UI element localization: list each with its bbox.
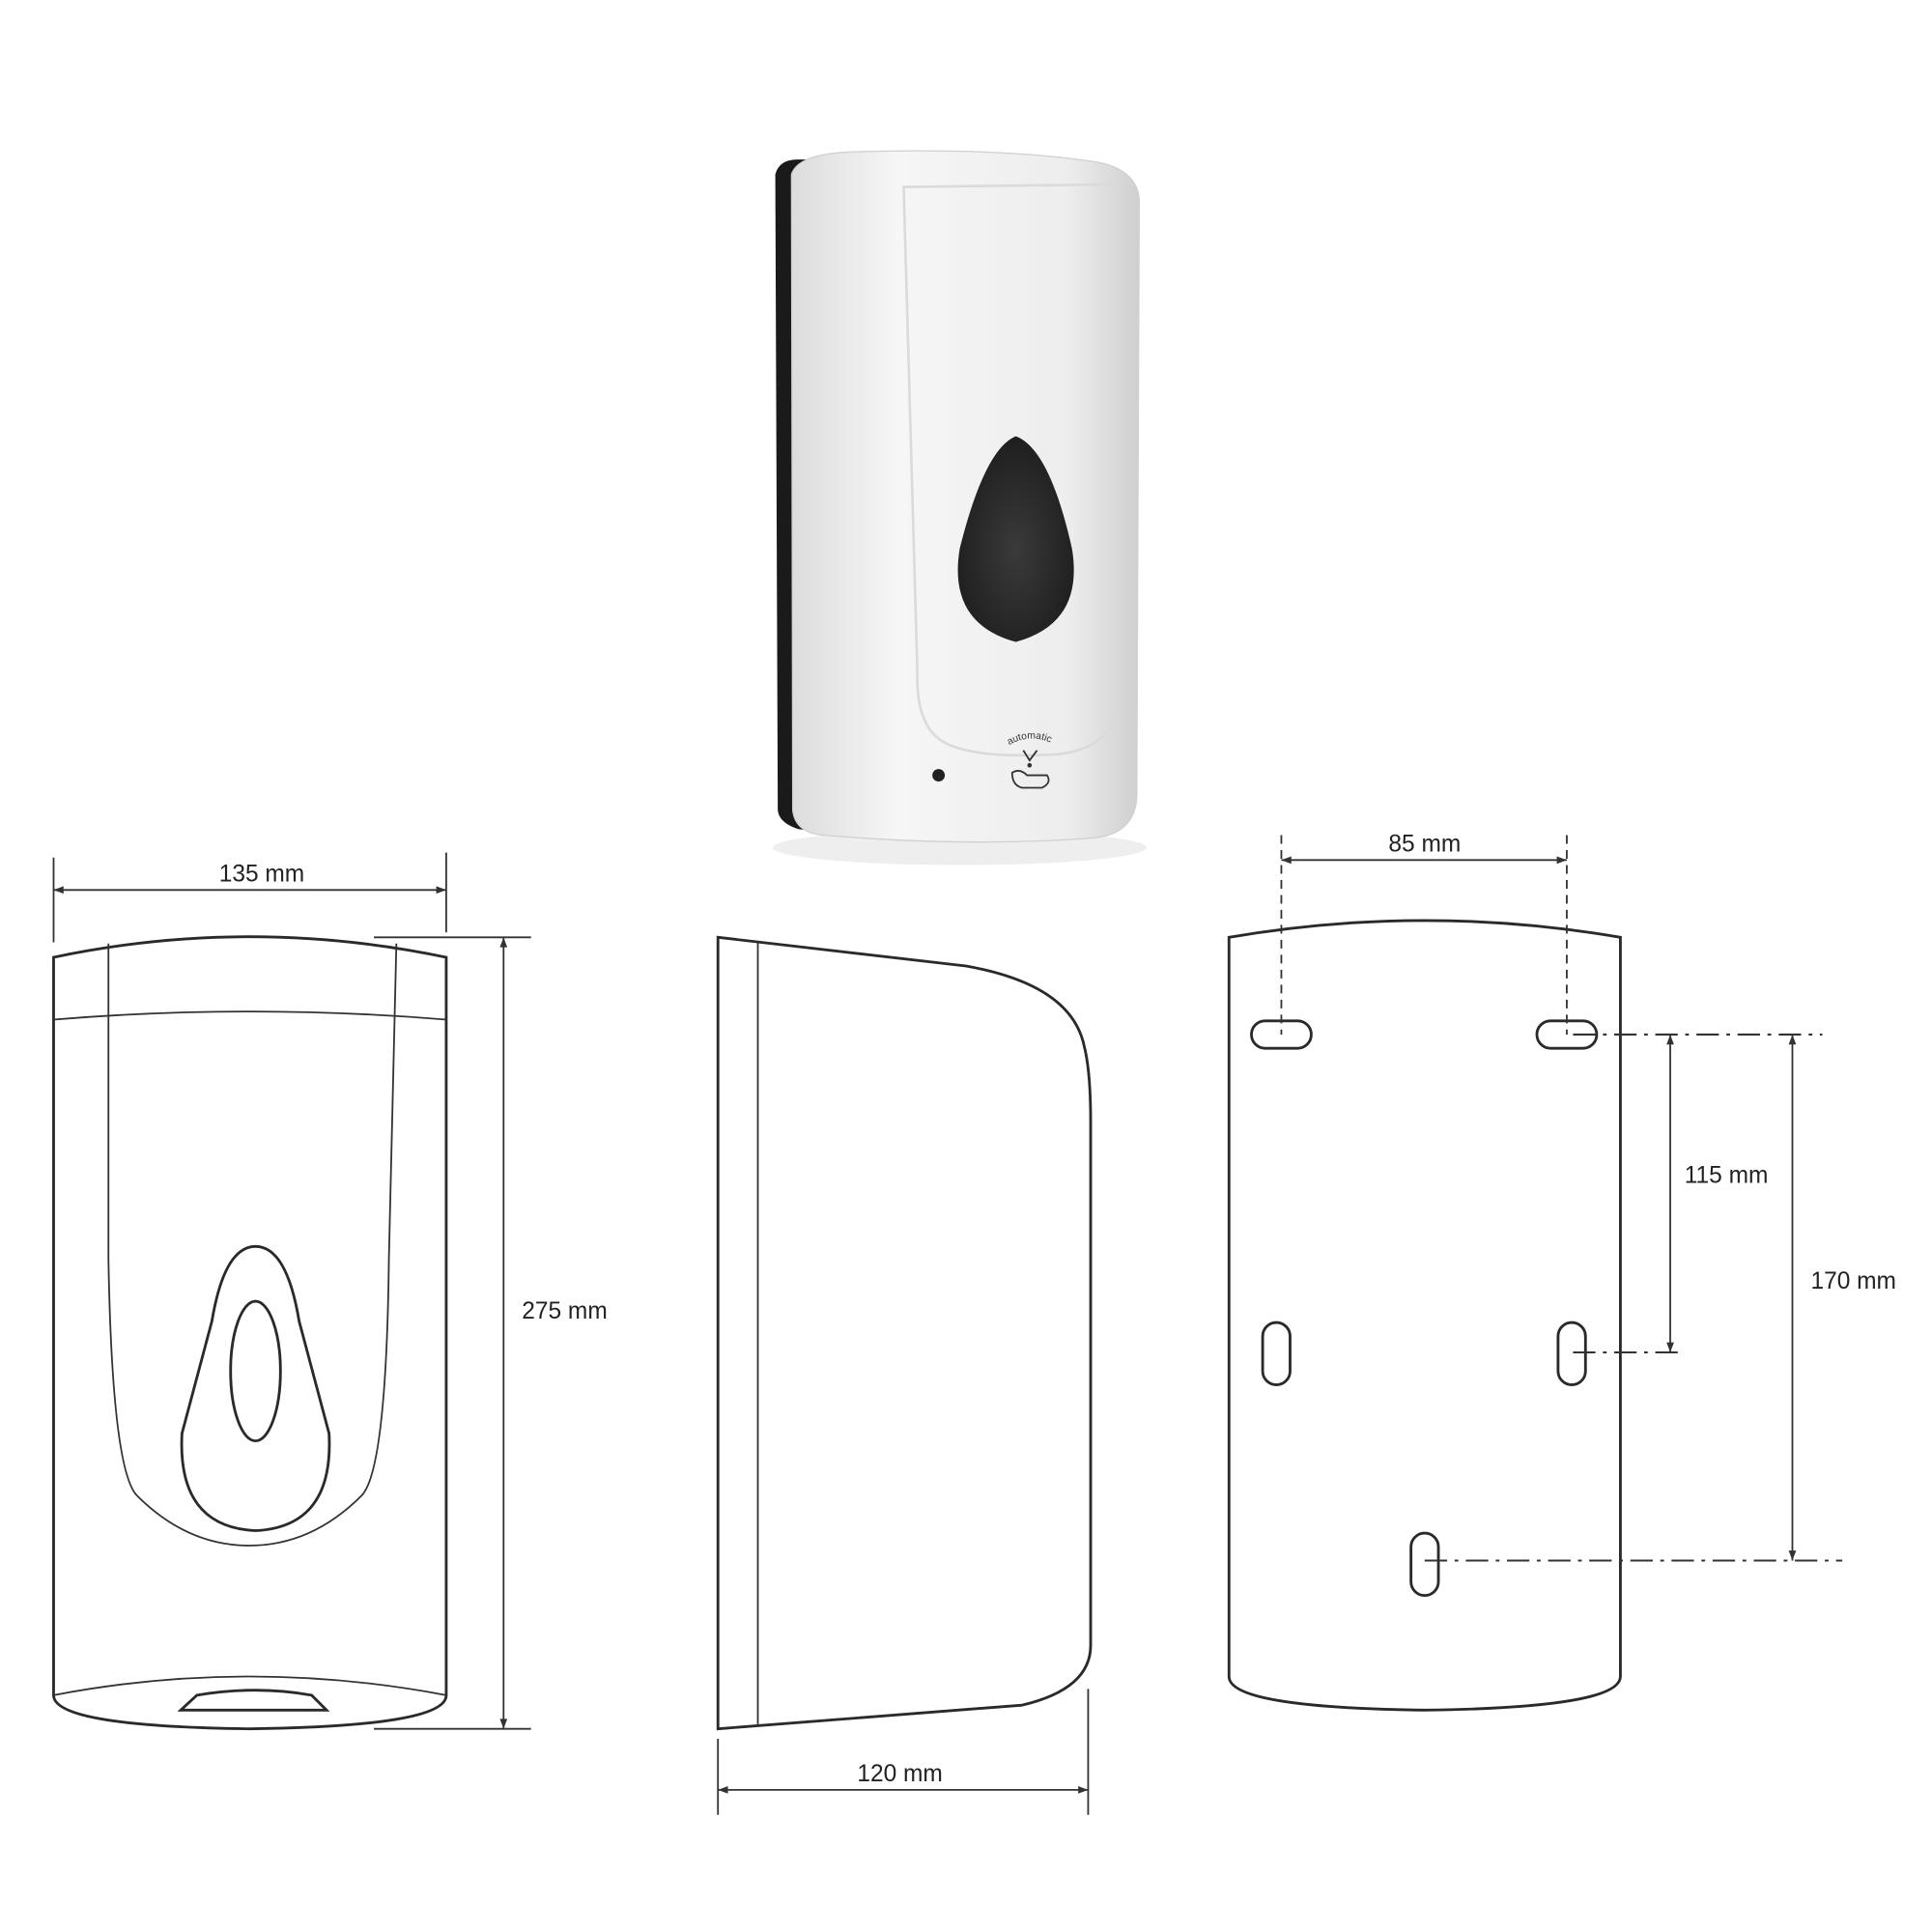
dimension-hole-horizontal: 85 mm — [1280, 831, 1568, 1035]
dimension-hole-vertical: 115 mm 170 mm — [1424, 1033, 1896, 1562]
dimension-depth: 120 mm — [717, 1689, 1090, 1815]
mounting-hole — [1409, 1531, 1440, 1598]
dimension-label-115: 115 mm — [1685, 1163, 1769, 1189]
dimension-front-width: 135 mm — [52, 852, 447, 943]
mounting-hole — [1556, 1321, 1587, 1386]
product-photo: automatic — [773, 150, 1148, 866]
dimension-label-85: 85 mm — [1388, 831, 1461, 857]
back-view — [1227, 919, 1622, 1712]
side-view — [716, 935, 1093, 1731]
dimension-height: 275 mm — [374, 936, 608, 1730]
dimension-label-height: 275 mm — [522, 1298, 608, 1324]
dimension-label-depth: 120 mm — [857, 1761, 943, 1787]
sensor-dot — [932, 769, 946, 782]
soap-window — [957, 436, 1074, 642]
mounting-hole — [1261, 1321, 1292, 1386]
front-view — [52, 935, 448, 1731]
dimension-label-width: 135 mm — [219, 861, 305, 887]
dimension-label-170: 170 mm — [1810, 1268, 1896, 1294]
